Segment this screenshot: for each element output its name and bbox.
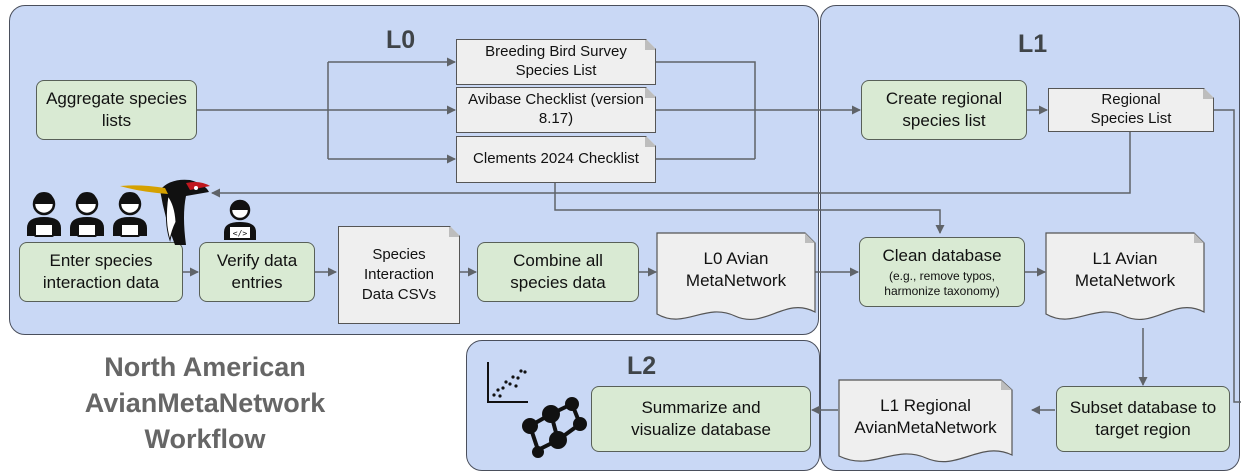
l1-metanetwork-doc[interactable]: L1 Avian MetaNetwork: [1074, 248, 1176, 290]
regional-species-list-doc[interactable]: Regional Species List: [1048, 88, 1214, 132]
create-regional-list-node[interactable]: Create regional species list: [861, 80, 1027, 140]
woodpecker-icon: [120, 179, 210, 245]
interaction-csvs-doc[interactable]: Species Interaction Data CSVs: [338, 226, 460, 324]
network-graph-icon: [522, 397, 587, 458]
avibase-checklist-doc[interactable]: Avibase Checklist (version 8.17): [456, 87, 656, 133]
person-at-laptop-icon: [27, 192, 61, 237]
combine-species-data-node[interactable]: Combine all species data: [477, 242, 639, 302]
l1-regional-metanetwork-doc[interactable]: L1 Regional AvianMetaNetwork: [854, 395, 997, 437]
l2-label: L2: [627, 352, 657, 380]
clean-database-label: Clean database: [882, 245, 1002, 265]
clean-database-node[interactable]: Clean database (e.g., remove typos, harm…: [859, 237, 1025, 307]
person-at-laptop-icon: [70, 192, 104, 237]
l0-metanetwork-doc[interactable]: L0 Avian MetaNetwork: [685, 248, 787, 290]
workflow-title: North American AvianMetaNetwork Workflow: [84, 352, 326, 454]
verify-data-node[interactable]: Verify data entries: [199, 242, 315, 302]
l1-net-shape: [1045, 232, 1205, 321]
clements-checklist-doc[interactable]: Clements 2024 Checklist: [456, 136, 656, 183]
l0-label: L0: [386, 26, 416, 54]
l1-regional-shape: [838, 379, 1013, 463]
bbs-species-list-doc[interactable]: Breeding Bird Survey Species List: [456, 39, 656, 85]
summarize-visualize-node[interactable]: Summarize and visualize database: [591, 386, 811, 452]
l1-label: L1: [1018, 30, 1048, 58]
aggregate-species-lists-node[interactable]: Aggregate species lists: [36, 80, 197, 140]
svg-text:</>: </>: [233, 229, 248, 238]
l0-net-shape: [656, 232, 816, 321]
scatter-plot-icon: [487, 362, 528, 403]
enter-species-data-node[interactable]: Enter species interaction data: [19, 242, 183, 302]
code-laptop-person-icon: </>: [224, 199, 256, 240]
person-at-laptop-icon: [113, 192, 147, 237]
subset-database-node[interactable]: Subset database to target region: [1056, 386, 1230, 452]
clean-database-note: (e.g., remove typos, harmonize taxonomy): [884, 269, 1000, 299]
